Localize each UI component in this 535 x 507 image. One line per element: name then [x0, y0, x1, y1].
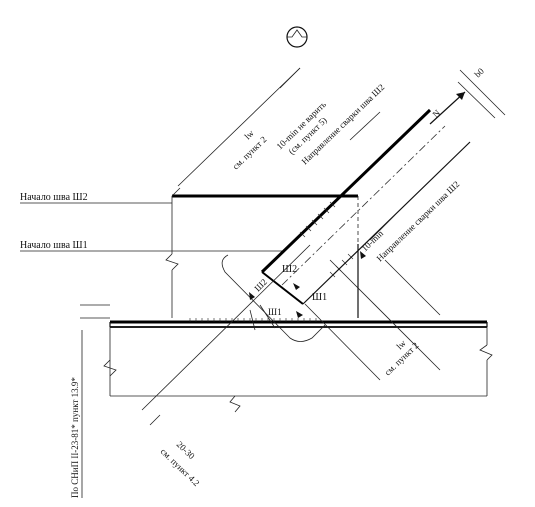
label-sh1-b: Ш1 [268, 307, 282, 317]
direction-arrows [249, 251, 366, 318]
dimension-lines-top [171, 67, 506, 241]
lower-member [103, 327, 493, 413]
reference-lines [20, 202, 285, 319]
label-lw-top: lw [242, 128, 256, 142]
label-start-sh1: Начало шва Ш1 [20, 240, 88, 251]
dimension-lines-bottom [141, 244, 441, 426]
gusset-plate [165, 194, 359, 318]
label-b0: b0 [472, 66, 486, 80]
label-snip: По СНиП II-23-81* пункт 13.9* [70, 377, 80, 498]
label-sh2-a: Ш2 [282, 264, 297, 275]
label-sh1-a: Ш1 [312, 292, 327, 303]
label-sh2-b: Ш2 [252, 277, 269, 294]
section-marker [286, 26, 308, 48]
force-arrow [429, 91, 466, 125]
label-start-sh2: Начало шва Ш2 [20, 192, 88, 203]
label-N: N [430, 107, 442, 119]
bottom-flange [109, 318, 488, 328]
